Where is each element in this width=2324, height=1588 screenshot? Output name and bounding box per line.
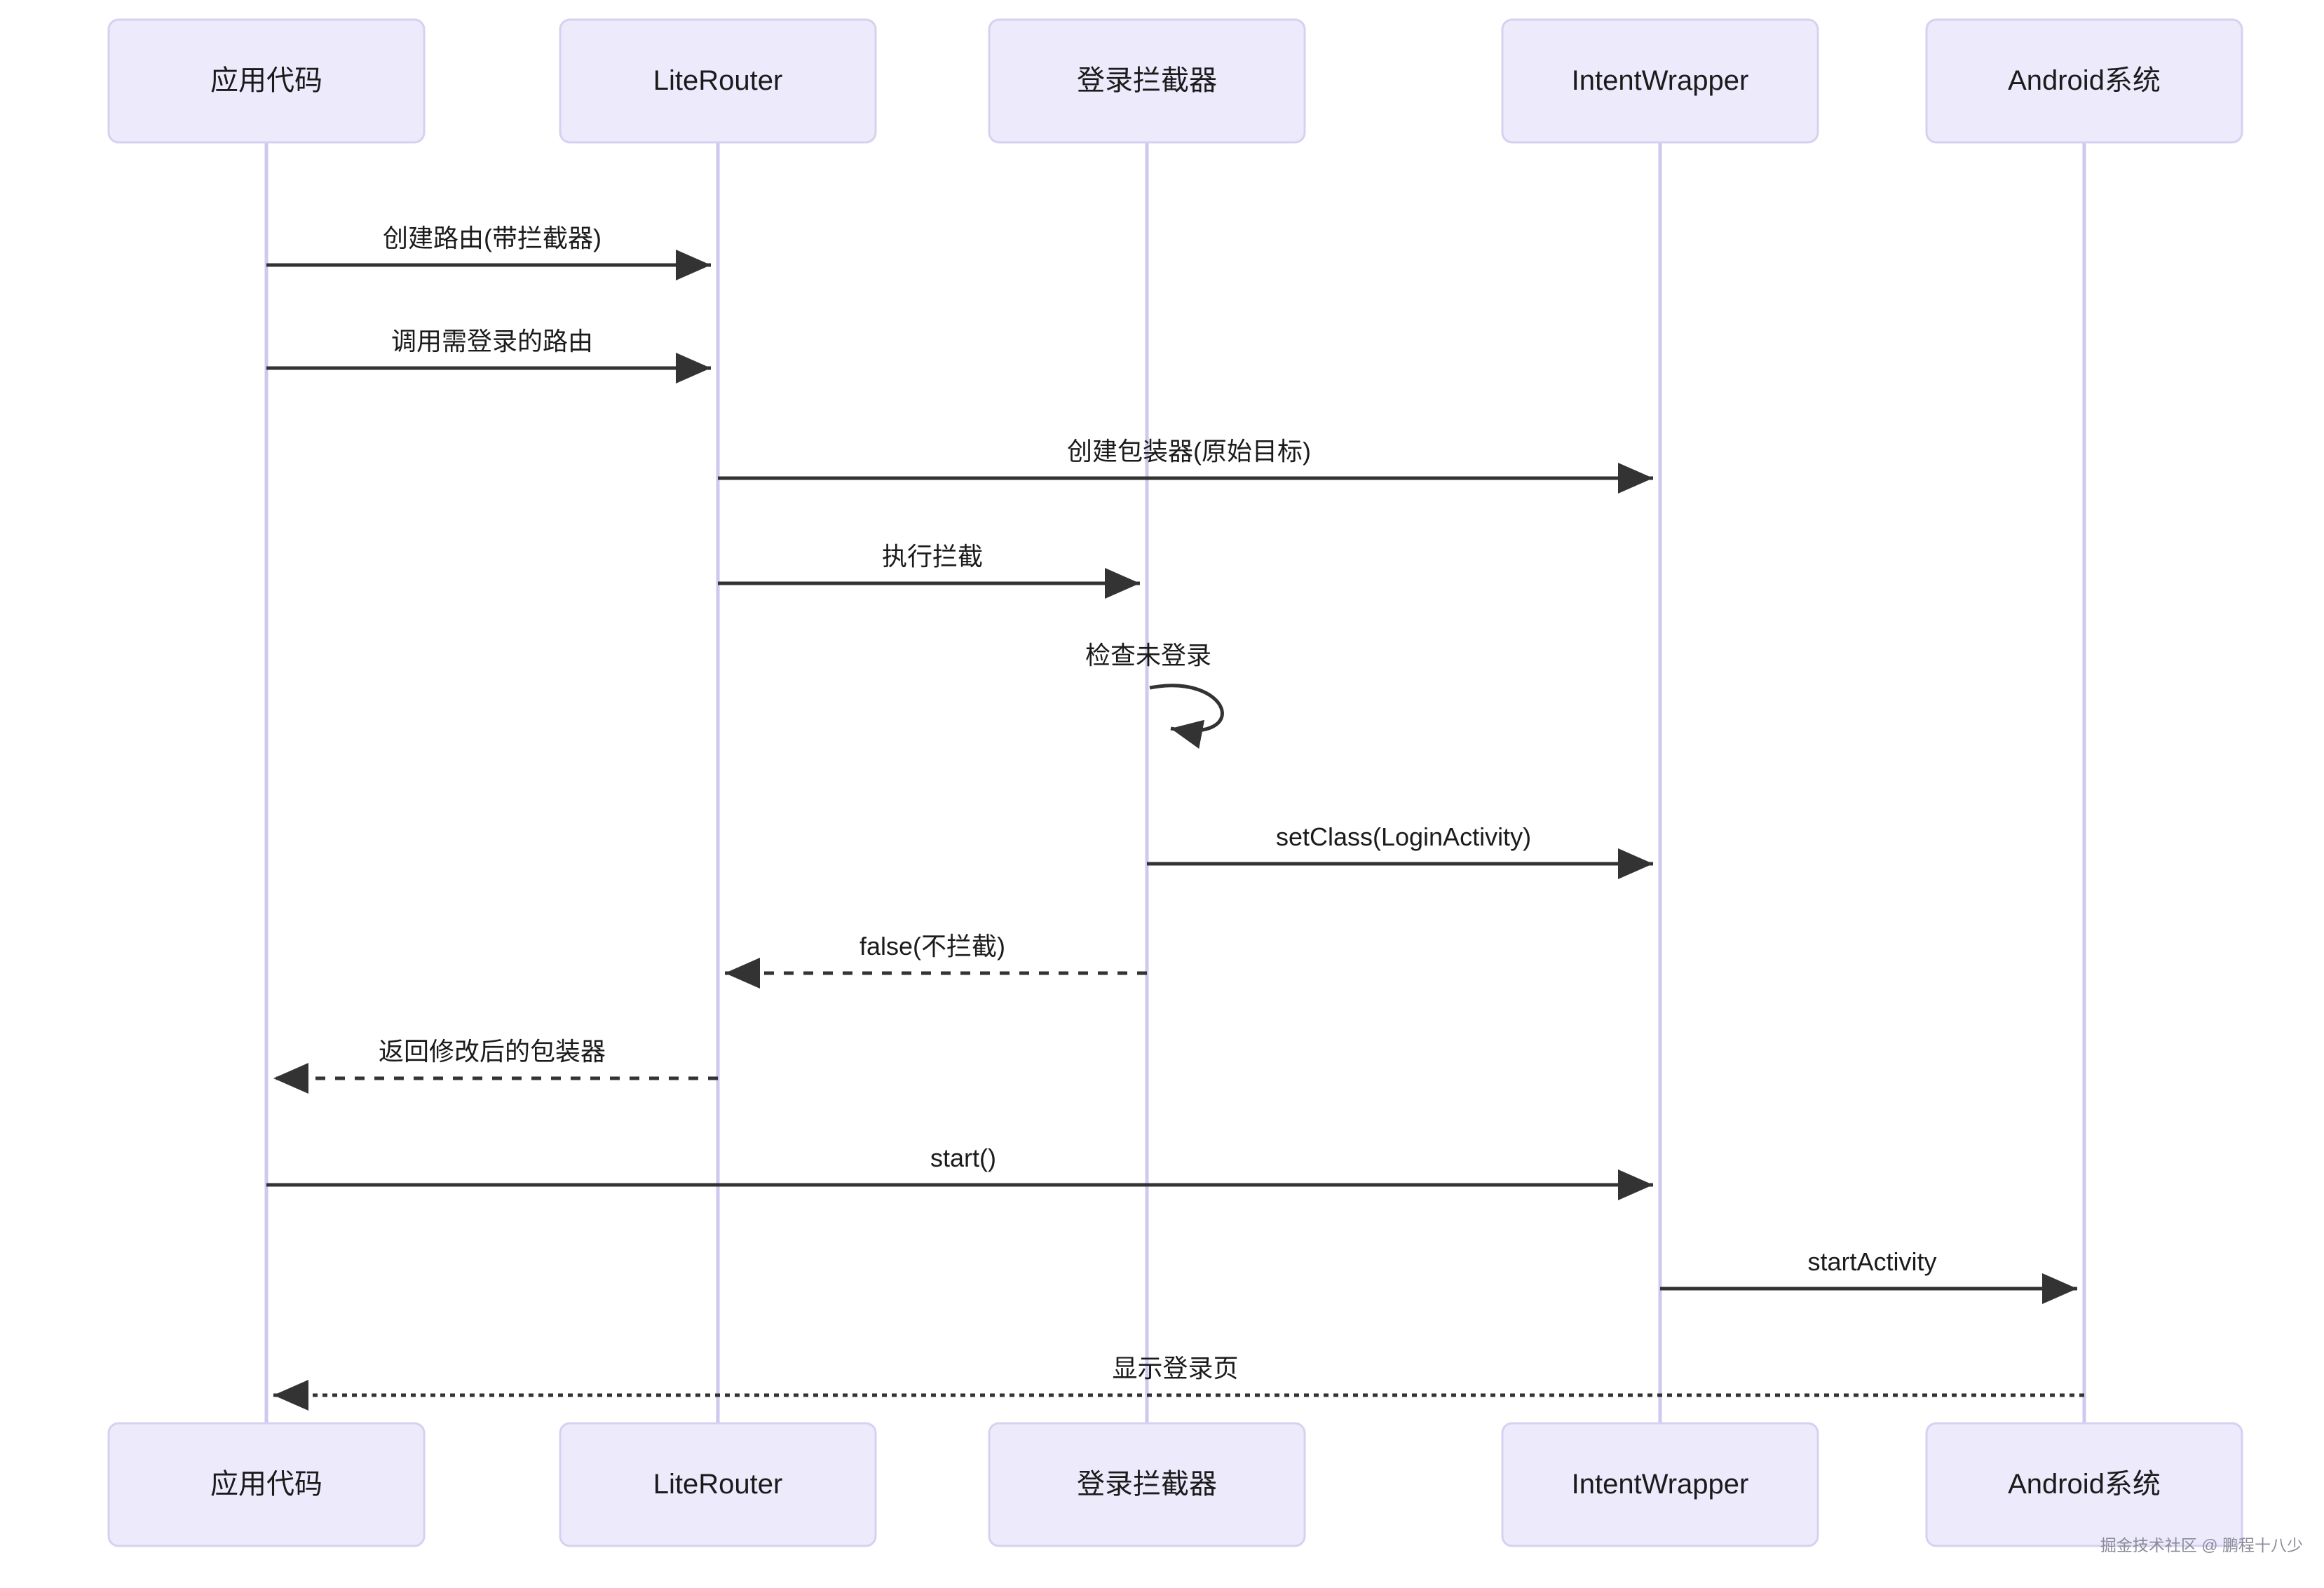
actor-label-router: LiteRouter xyxy=(653,65,783,96)
actor-box-rect xyxy=(1925,1422,2243,1547)
watermark-text: 掘金技术社区 @ 鹏程十八少 xyxy=(2100,1536,2303,1554)
message-11-android-to-app[interactable]: 显示登录页 xyxy=(273,1354,2084,1411)
actor-box-android-top[interactable]: Android系统 xyxy=(1925,18,2243,144)
message-1-app-to-router[interactable]: 创建路由(带拦截器) xyxy=(266,224,711,280)
actor-box-wrapper-bottom[interactable]: IntentWrapper xyxy=(1501,1422,1819,1547)
actor-label-interceptor: 登录拦截器 xyxy=(1077,65,1217,96)
actor-label-app: 应用代码 xyxy=(210,65,322,96)
actor-box-rect xyxy=(559,1422,877,1547)
actor-box-rect xyxy=(988,1422,1306,1547)
message-label: false(不拦截) xyxy=(859,932,1005,961)
actor-box-rect xyxy=(988,18,1306,144)
actor-box-wrapper-top[interactable]: IntentWrapper xyxy=(1501,18,1819,144)
actor-box-interceptor-bottom[interactable]: 登录拦截器 xyxy=(988,1422,1306,1547)
actor-label-app: 应用代码 xyxy=(210,1469,322,1500)
actor-box-router-bottom[interactable]: LiteRouter xyxy=(559,1422,877,1547)
actor-label-android: Android系统 xyxy=(2008,1469,2161,1500)
message-7-interceptor-to-router[interactable]: false(不拦截) xyxy=(725,932,1147,989)
actor-label-wrapper: IntentWrapper xyxy=(1572,1469,1749,1500)
actor-box-rect xyxy=(1501,1422,1819,1547)
message-2-app-to-router[interactable]: 调用需登录的路由 xyxy=(266,327,711,384)
actors-bottom-group: 应用代码 LiteRouter 登录拦截器 IntentWrapper Android系… xyxy=(107,1422,2243,1547)
self-call-loop xyxy=(1149,684,1224,749)
message-label: 显示登录页 xyxy=(1112,1354,1238,1383)
actor-label-android: Android系统 xyxy=(2008,65,2161,96)
watermark-group: 掘金技术社区 @ 鹏程十八少 xyxy=(2100,1536,2303,1554)
actor-box-rect xyxy=(107,18,426,144)
message-label: setClass(LoginActivity) xyxy=(1276,822,1531,851)
actor-box-rect xyxy=(1925,18,2243,144)
message-label: 返回修改后的包装器 xyxy=(379,1037,606,1066)
message-6-interceptor-to-wrapper[interactable]: setClass(LoginActivity) xyxy=(1147,822,1653,879)
actor-box-router-top[interactable]: LiteRouter xyxy=(559,18,877,144)
actor-label-wrapper: IntentWrapper xyxy=(1572,65,1749,96)
actor-box-rect xyxy=(1501,18,1819,144)
message-label: 创建包装器(原始目标) xyxy=(1067,437,1311,466)
message-label: startActivity xyxy=(1807,1247,1936,1276)
message-8-router-to-app[interactable]: 返回修改后的包装器 xyxy=(273,1037,718,1094)
message-4-router-to-interceptor[interactable]: 执行拦截 xyxy=(718,542,1140,599)
message-label: 创建路由(带拦截器) xyxy=(383,224,602,252)
actor-label-router: LiteRouter xyxy=(653,1469,783,1500)
actor-box-app-bottom[interactable]: 应用代码 xyxy=(107,1422,426,1547)
actor-label-interceptor: 登录拦截器 xyxy=(1077,1469,1217,1500)
actor-box-android-bottom[interactable]: Android系统 xyxy=(1925,1422,2243,1547)
message-9-app-to-wrapper[interactable]: start() xyxy=(266,1144,1653,1200)
message-label: start() xyxy=(930,1144,996,1172)
message-3-router-to-wrapper[interactable]: 创建包装器(原始目标) xyxy=(718,437,1653,494)
lifelines-group xyxy=(264,142,2086,1423)
message-label: 检查未登录 xyxy=(1085,641,1211,670)
message-label: 调用需登录的路由 xyxy=(391,327,593,355)
actor-box-rect xyxy=(107,1422,426,1547)
actor-box-rect xyxy=(559,18,877,144)
actor-box-interceptor-top[interactable]: 登录拦截器 xyxy=(988,18,1306,144)
message-label: 执行拦截 xyxy=(882,542,983,571)
message-5-interceptor-to-interceptor[interactable]: 检查未登录 xyxy=(1085,641,1224,749)
actor-box-app-top[interactable]: 应用代码 xyxy=(107,18,426,144)
message-10-wrapper-to-android[interactable]: startActivity xyxy=(1660,1247,2077,1304)
actors-top-group: 应用代码 LiteRouter 登录拦截器 IntentWrapper Android系… xyxy=(107,18,2243,144)
